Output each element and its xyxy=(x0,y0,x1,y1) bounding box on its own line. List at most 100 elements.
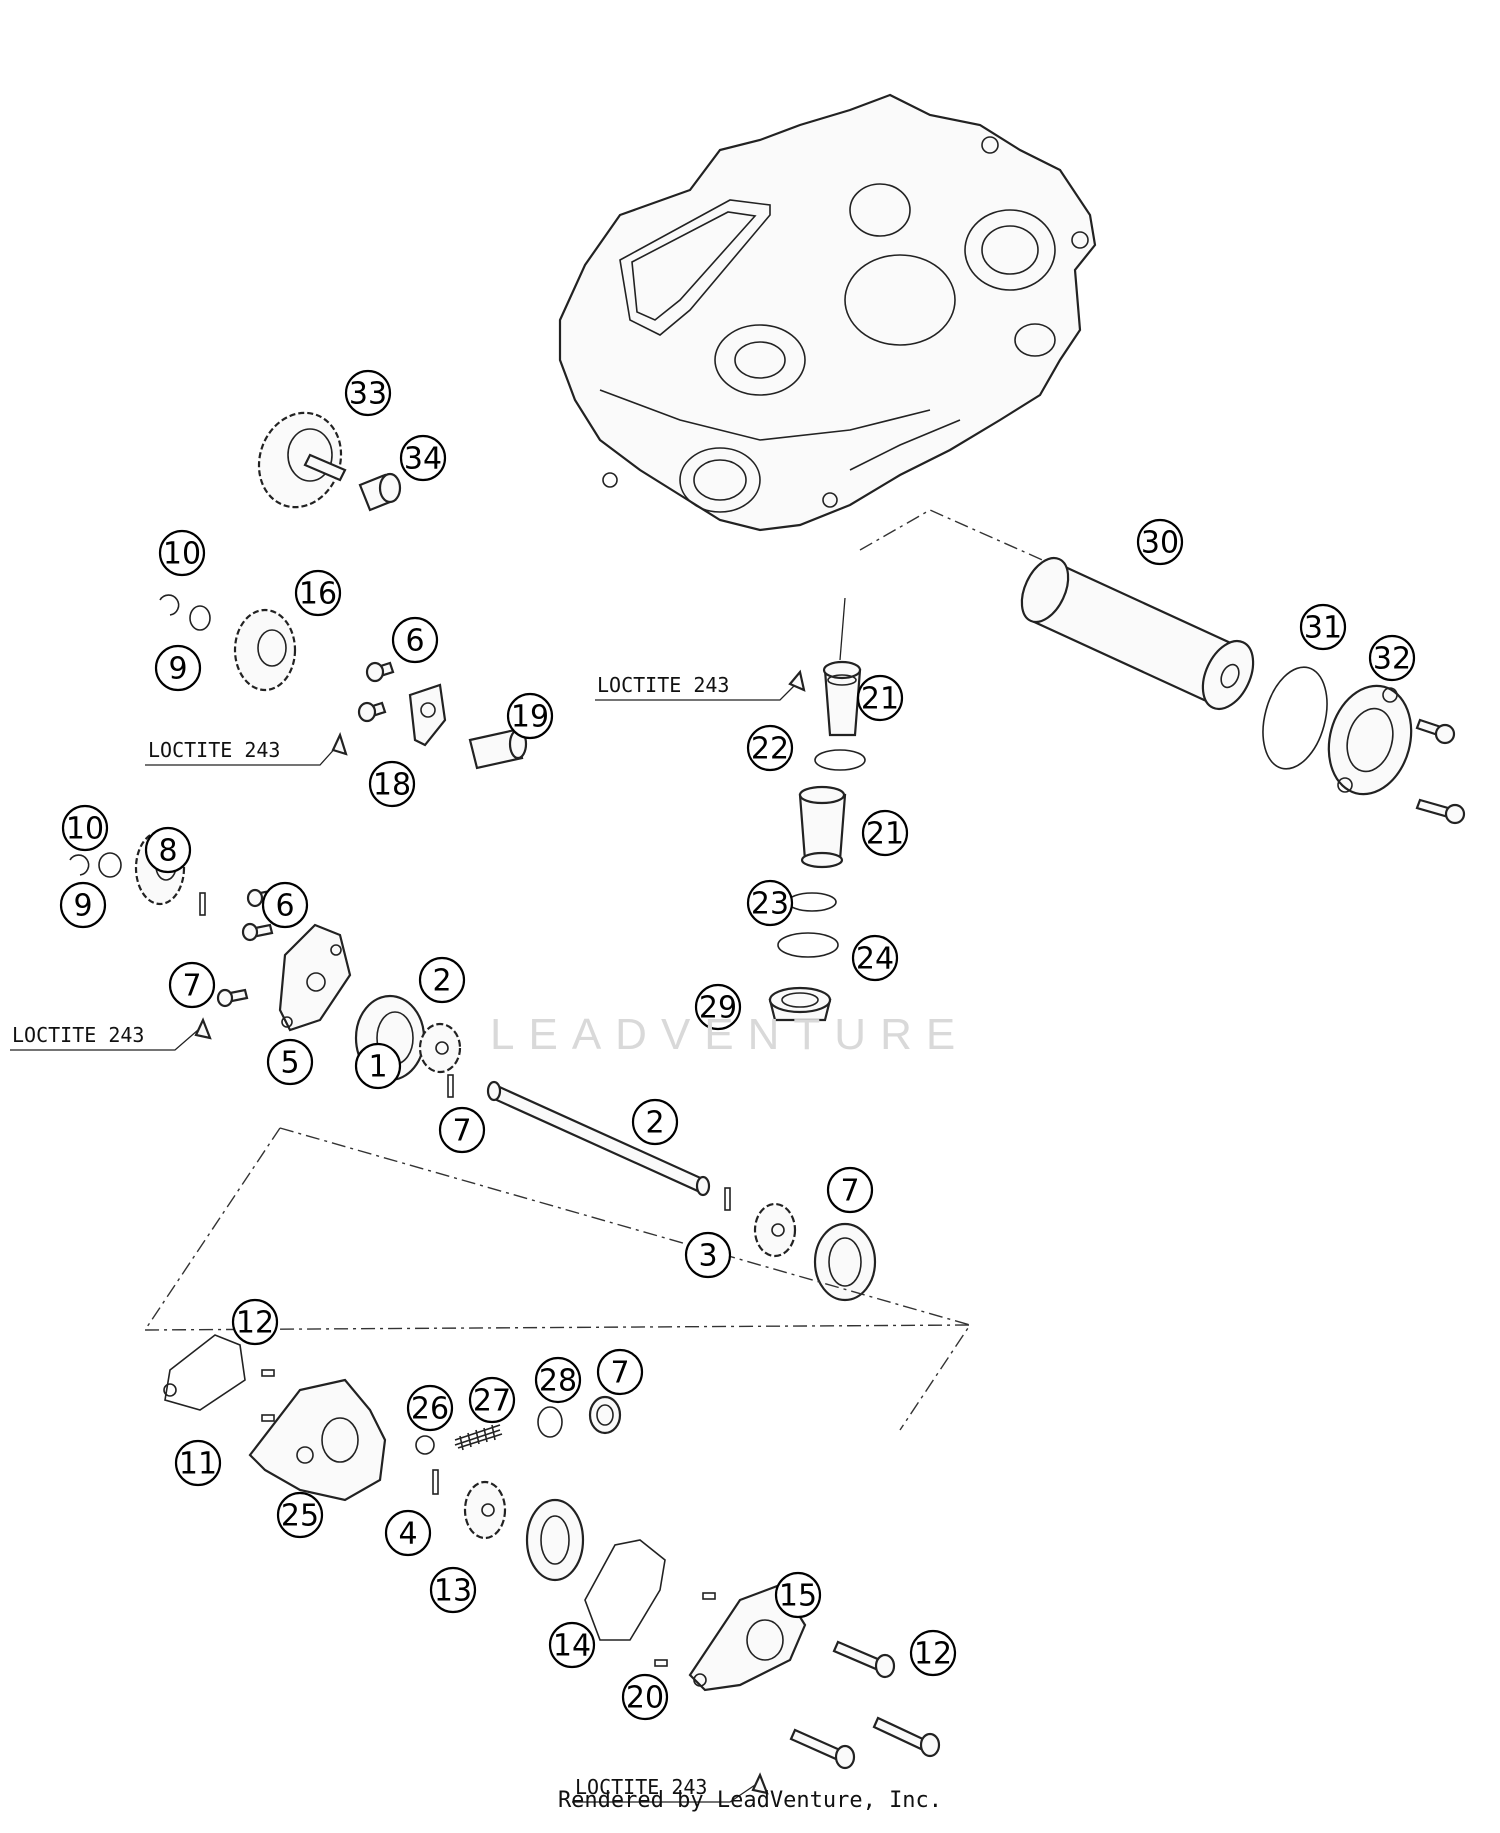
callout-circle xyxy=(826,1166,874,1214)
idler-gear xyxy=(257,411,347,509)
callout-21: 21 xyxy=(856,674,904,722)
pump-rotor-inner-4 xyxy=(463,1480,507,1540)
callout-30: 30 xyxy=(1136,518,1184,566)
callout-circle xyxy=(746,724,794,772)
callout-circle xyxy=(506,692,554,740)
relief-washer xyxy=(537,1406,563,1438)
pump-rotor-inner-lower xyxy=(753,1202,797,1258)
callout-16: 16 xyxy=(294,569,342,617)
dowel-pin-right-2 xyxy=(654,1659,668,1667)
relief-ball xyxy=(415,1435,435,1455)
pin-shaft-lower xyxy=(724,1187,731,1211)
callout-number: 6 xyxy=(405,624,424,659)
gear-bushing xyxy=(358,472,402,512)
callout-34: 34 xyxy=(399,434,447,482)
callout-circle xyxy=(59,881,107,929)
pump-housing-gasket xyxy=(164,1334,246,1411)
washer-upper xyxy=(189,605,211,631)
callout-20: 20 xyxy=(621,1673,669,1721)
callout-number: 2 xyxy=(432,964,451,999)
pump-shaft xyxy=(486,1080,711,1197)
callout-circle xyxy=(774,1571,822,1619)
callout-6: 6 xyxy=(261,881,309,929)
relief-spring xyxy=(454,1424,503,1451)
callout-27: 27 xyxy=(468,1376,516,1424)
callout-circle xyxy=(429,1566,477,1614)
callout-circle xyxy=(534,1356,582,1404)
pin-shaft-upper xyxy=(447,1074,454,1098)
callout-number: 11 xyxy=(179,1447,217,1482)
callout-circle xyxy=(631,1098,679,1146)
callout-circle xyxy=(856,674,904,722)
callout-number: 31 xyxy=(1304,611,1342,646)
circlip-lower xyxy=(69,854,90,876)
callout-7: 7 xyxy=(438,1106,486,1154)
callout-circle xyxy=(851,934,899,982)
callout-circle xyxy=(158,529,206,577)
washer-lower xyxy=(98,852,122,878)
callout-15: 15 xyxy=(774,1571,822,1619)
callout-number: 9 xyxy=(168,652,187,687)
callout-29: 29 xyxy=(694,983,742,1031)
callout-32: 32 xyxy=(1368,634,1416,682)
callout-circle xyxy=(154,644,202,692)
callout-12: 12 xyxy=(909,1629,957,1677)
engine-crankcase xyxy=(558,93,1097,532)
circlip-upper xyxy=(159,594,180,616)
callout-number: 10 xyxy=(163,537,201,572)
callout-number: 1 xyxy=(368,1050,387,1085)
callout-26: 26 xyxy=(406,1384,454,1432)
callout-14: 14 xyxy=(548,1621,596,1669)
callout-7: 7 xyxy=(826,1166,874,1214)
callout-number: 26 xyxy=(411,1392,449,1427)
dowel-pin-right xyxy=(702,1592,716,1600)
callout-number: 24 xyxy=(856,942,894,977)
callout-circle xyxy=(384,1509,432,1557)
callout-number: 8 xyxy=(158,834,177,869)
callout-number: 4 xyxy=(398,1517,417,1552)
callout-number: 22 xyxy=(751,732,789,767)
callout-circle xyxy=(1136,518,1184,566)
callout-21: 21 xyxy=(861,809,909,857)
callout-circle xyxy=(694,983,742,1031)
callout-number: 12 xyxy=(236,1306,274,1341)
callout-circle xyxy=(418,956,466,1004)
callout-number: 12 xyxy=(914,1637,952,1672)
callout-circle xyxy=(1368,634,1416,682)
dowel-pin-left xyxy=(261,1369,275,1377)
callout-number: 18 xyxy=(373,768,411,803)
callout-number: 9 xyxy=(73,889,92,924)
callout-7: 7 xyxy=(168,961,216,1009)
callout-25: 25 xyxy=(276,1491,324,1539)
callout-24: 24 xyxy=(851,934,899,982)
callout-number: 30 xyxy=(1141,526,1179,561)
callout-circle xyxy=(61,804,109,852)
callout-22: 22 xyxy=(746,724,794,772)
callout-number: 34 xyxy=(404,442,442,477)
callout-2: 2 xyxy=(631,1098,679,1146)
screen-axis-line xyxy=(839,597,846,661)
oil-filter xyxy=(1020,556,1255,711)
callout-circle xyxy=(746,879,794,927)
callout-circle xyxy=(621,1673,669,1721)
callout-13: 13 xyxy=(429,1566,477,1614)
callout-number: 21 xyxy=(861,682,899,717)
oil-screen-assembly xyxy=(768,660,866,1022)
callout-number: 10 xyxy=(66,812,104,847)
pump-rotor-outer-lower xyxy=(813,1222,877,1302)
callout-circle xyxy=(344,369,392,417)
callout-circle xyxy=(168,961,216,1009)
callout-circle xyxy=(438,1106,486,1154)
pin-lower xyxy=(432,1469,439,1495)
callout-8: 8 xyxy=(144,826,192,874)
callout-number: 25 xyxy=(281,1499,319,1534)
callout-4: 4 xyxy=(384,1509,432,1557)
callout-28: 28 xyxy=(534,1356,582,1404)
dash-case-to-filter xyxy=(859,509,1066,571)
callout-33: 33 xyxy=(344,369,392,417)
callout-number: 7 xyxy=(610,1356,629,1391)
pump-cover-plate xyxy=(278,923,352,1032)
